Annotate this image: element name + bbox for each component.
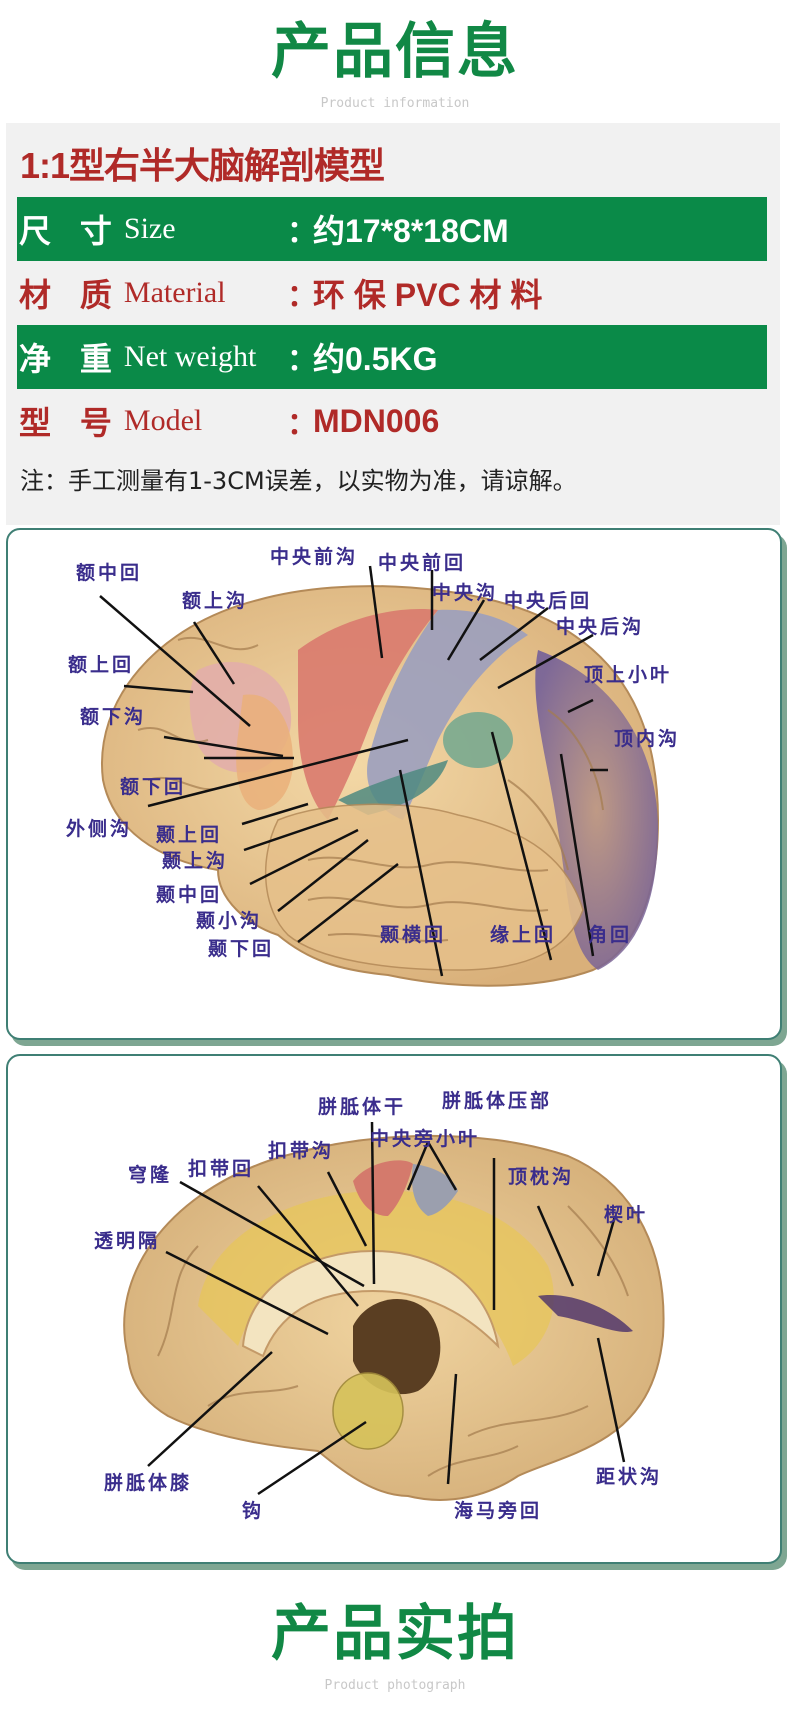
label-supramarginal-gyrus: 缘上回 xyxy=(490,924,557,946)
spec-row-net-weight: 净 重 Net weight ： 约0.5KG xyxy=(17,325,767,389)
section-subtitle: Product information xyxy=(320,96,470,111)
label-superior-temporal-gyrus: 颞上回 xyxy=(156,824,223,846)
label-precentral-gyrus: 中央前回 xyxy=(378,552,467,574)
label-inferior-frontal-sulcus: 额下沟 xyxy=(80,706,147,728)
medial-brain-illustration xyxy=(123,1121,665,1501)
label-superior-temporal-sulcus: 颞上沟 xyxy=(162,850,229,872)
spec-value: 环 保 PVC 材 料 xyxy=(313,277,543,313)
label-lateral-sulcus: 外侧沟 xyxy=(66,818,133,840)
label-middle-frontal-gyrus: 额中回 xyxy=(76,562,143,584)
label-inferior-frontal-gyrus: 额下回 xyxy=(120,776,187,798)
spec-colon: ： xyxy=(287,407,317,442)
lateral-brain-illustration xyxy=(99,565,660,987)
label-middle-temporal-gyrus: 颞中回 xyxy=(156,884,223,906)
measurement-note: 注：手工测量有1-3CM误差，以实物为准，请谅解。 xyxy=(20,467,577,495)
label-paracentral-lobule: 中央旁小叶 xyxy=(370,1128,481,1150)
spec-label-en: Material xyxy=(123,276,226,309)
label-postcentral-sulcus: 中央后沟 xyxy=(556,616,645,638)
spec-value: 约0.5KG xyxy=(313,341,438,377)
label-inferior-temporal-gyrus: 颞下回 xyxy=(208,938,275,960)
section-subtitle: Product photograph xyxy=(324,1678,466,1693)
label-superior-frontal-gyrus: 额上回 xyxy=(68,654,135,676)
label-septum-pellucidum: 透明隔 xyxy=(94,1230,161,1252)
product-info-panel: 1:1型右半大脑解剖模型 尺 寸 Size ： 约17*8*18CM 材 质 M… xyxy=(6,123,780,525)
label-parahippocampal-gyrus: 海马旁回 xyxy=(454,1500,543,1522)
product-photo-header: 产品实拍 Product photograph xyxy=(0,1604,790,1693)
label-postcentral-gyrus: 中央后回 xyxy=(504,590,593,612)
label-genu-corpus-callosum: 胼胝体膝 xyxy=(104,1472,193,1494)
spec-label-cn: 尺 寸 xyxy=(19,213,122,249)
spec-label-cn: 净 重 xyxy=(19,341,122,377)
label-cuneus: 楔叶 xyxy=(604,1204,649,1226)
label-superior-frontal-sulcus: 额上沟 xyxy=(182,590,249,612)
medial-brain-diagram: 胼胝体干 胼胝体压部 中央旁小叶 穹隆 扣带回 扣带沟 顶枕沟 楔叶 透明隔 胼… xyxy=(6,1054,782,1564)
spec-colon: ： xyxy=(287,279,317,314)
label-transverse-temporal-gyrus: 颞横回 xyxy=(380,924,447,946)
spec-row-material: 材 质 Material ： 环 保 PVC 材 料 xyxy=(17,261,767,325)
label-splenium: 胼胝体压部 xyxy=(442,1090,553,1112)
spec-row-model: 型 号 Model ： MDN006 xyxy=(17,389,767,453)
label-uncus: 钩 xyxy=(242,1500,265,1522)
spec-label-en: Net weight xyxy=(123,340,257,373)
section-title: 产品信息 xyxy=(271,17,519,87)
spec-row-size: 尺 寸 Size ： 约17*8*18CM xyxy=(17,197,767,261)
label-temporal-minor-sulcus: 颞小沟 xyxy=(196,910,263,932)
spec-colon: ： xyxy=(287,343,317,378)
spec-label-en: Model xyxy=(123,404,203,437)
label-intraparietal-sulcus: 顶内沟 xyxy=(614,728,681,750)
section-title: 产品实拍 xyxy=(271,1599,519,1669)
label-central-sulcus: 中央沟 xyxy=(432,582,499,604)
product-name: 1:1型右半大脑解剖模型 xyxy=(20,145,385,186)
label-corpus-callosum-trunk: 胼胝体干 xyxy=(318,1096,407,1118)
spec-colon: ： xyxy=(287,215,317,250)
spec-label-cn: 型 号 xyxy=(19,405,122,441)
spec-value: MDN006 xyxy=(313,402,440,439)
spec-value: 约17*8*18CM xyxy=(313,213,509,249)
label-cingulate-sulcus: 扣带沟 xyxy=(268,1140,335,1162)
label-angular-gyrus: 角回 xyxy=(588,924,633,946)
spec-label-en: Size xyxy=(123,212,176,245)
label-parieto-occipital-sulcus: 顶枕沟 xyxy=(508,1166,575,1188)
lateral-brain-diagram: 额中回 额上沟 额上回 额下沟 额下回 中央前沟 中央前回 中央沟 中央后回 中… xyxy=(6,528,782,1040)
spec-label-cn: 材 质 xyxy=(19,277,122,313)
label-superior-parietal-lobule: 顶上小叶 xyxy=(584,664,673,686)
label-fornix: 穹隆 xyxy=(128,1164,173,1186)
product-info-header: 产品信息 Product information xyxy=(0,22,790,111)
label-calcarine-sulcus: 距状沟 xyxy=(596,1466,663,1488)
label-precentral-sulcus: 中央前沟 xyxy=(270,546,359,568)
label-cingulate-gyrus: 扣带回 xyxy=(188,1158,255,1180)
